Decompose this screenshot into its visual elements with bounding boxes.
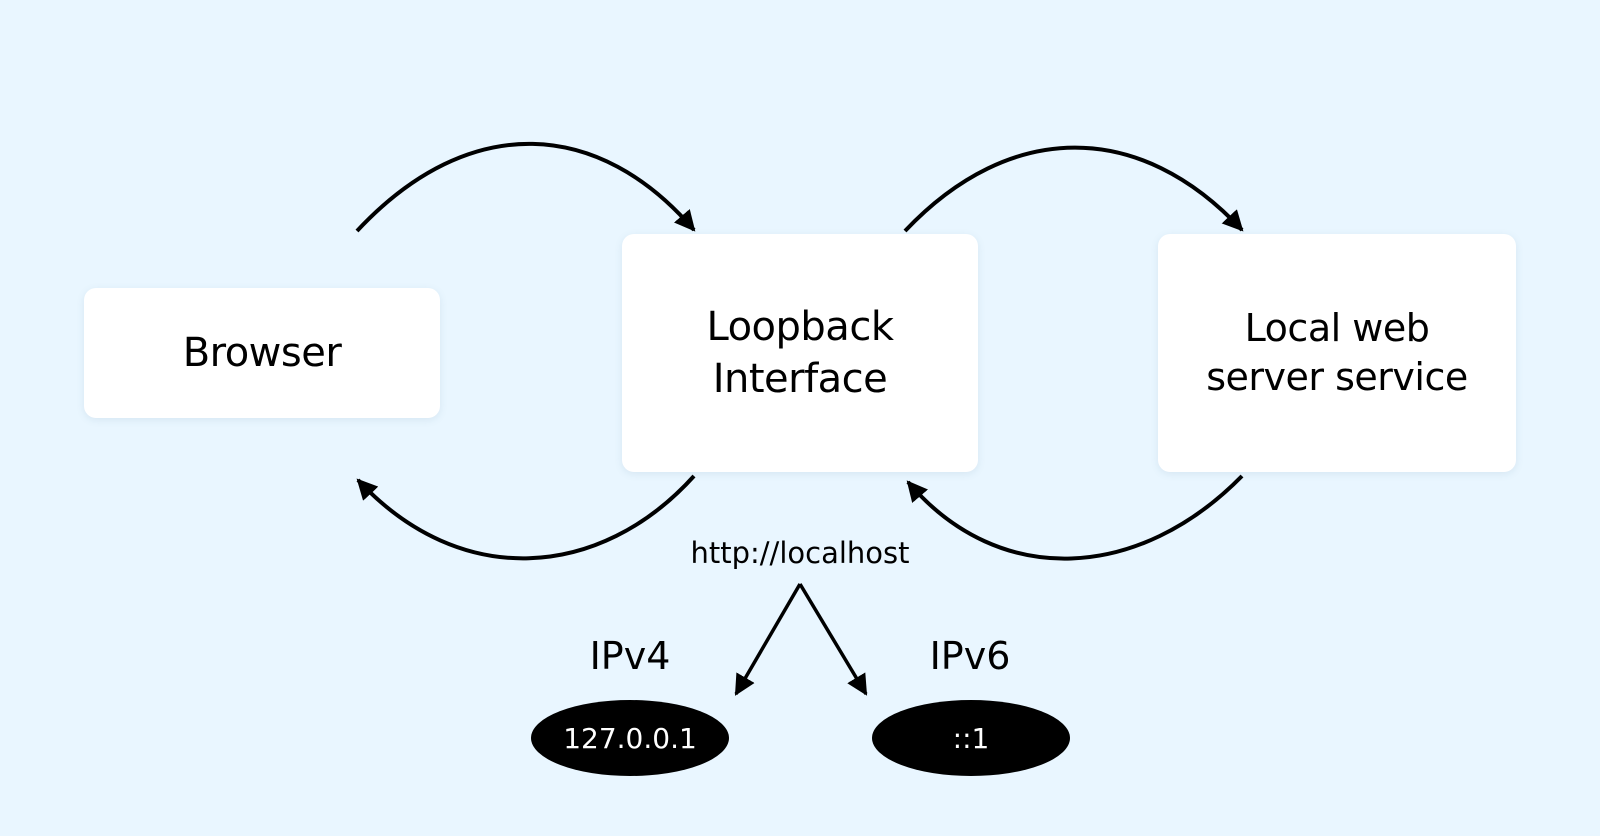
ipv4-label: IPv4 xyxy=(589,634,671,678)
arrow-localhost-to-ipv4 xyxy=(734,583,802,696)
arrow-localhost-to-ipv6 xyxy=(798,583,868,696)
arrow-server-to-loopback xyxy=(906,474,1244,561)
node-browser-label: Browser xyxy=(182,330,342,376)
ipv6-address-node: ::1 xyxy=(872,700,1070,776)
arrow-loopback-to-server xyxy=(903,145,1244,233)
ipv6-label: IPv6 xyxy=(929,634,1011,678)
node-browser: Browser xyxy=(84,288,440,418)
arrow-browser-to-loopback xyxy=(355,141,696,233)
node-loopback-interface: Loopback Interface xyxy=(622,234,978,472)
arrow-loopback-to-browser xyxy=(356,474,696,561)
ipv4-address-node: 127.0.0.1 xyxy=(531,700,729,776)
localhost-url-label: http://localhost xyxy=(690,536,910,570)
node-loopback-label: Loopback Interface xyxy=(706,304,894,402)
node-server-label: Local web server service xyxy=(1206,305,1468,399)
ipv4-address: 127.0.0.1 xyxy=(563,721,697,755)
node-local-web-server: Local web server service xyxy=(1158,234,1516,472)
ipv6-address: ::1 xyxy=(952,721,990,755)
